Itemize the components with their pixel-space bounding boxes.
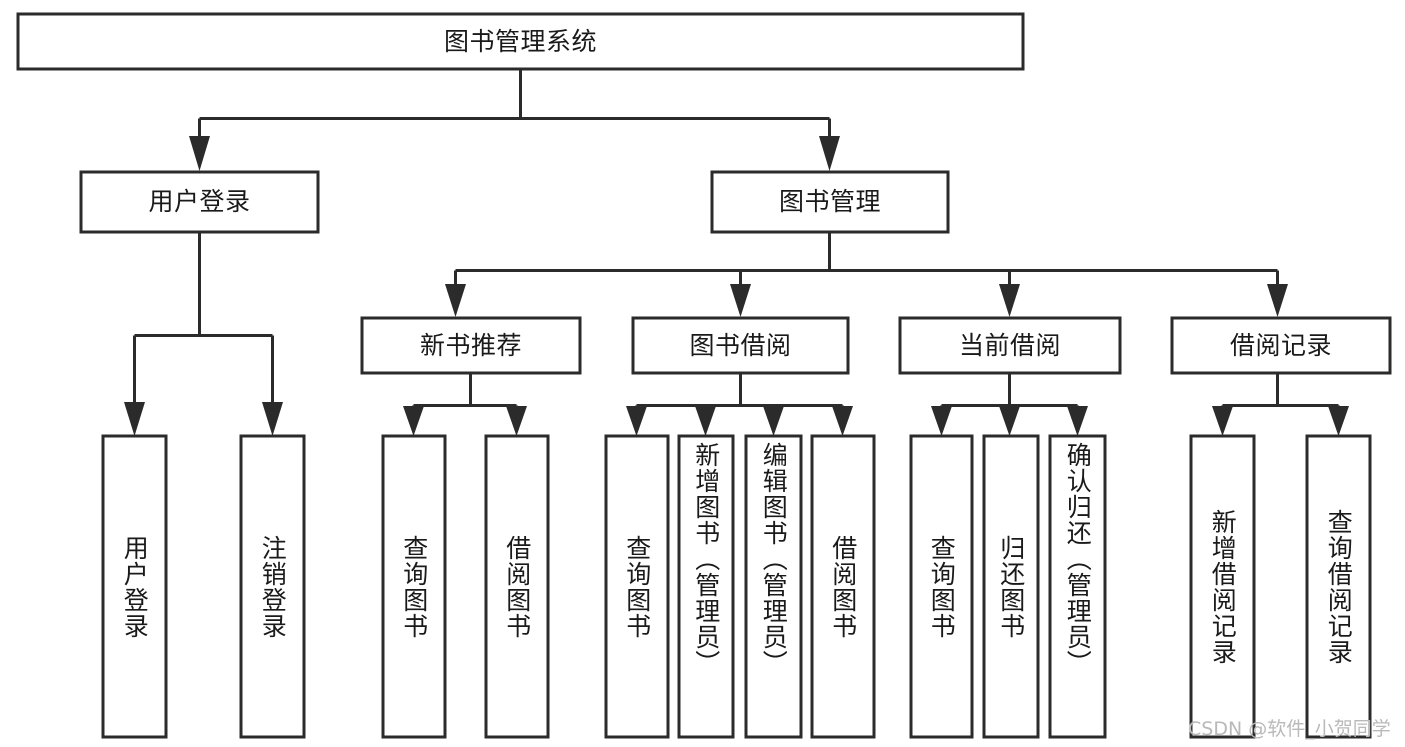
leaf-box-book-borrow-2[interactable] [744,434,803,739]
node-root-box[interactable] [16,12,1025,71]
arrow-head-level3-3 [1267,284,1288,317]
node-book-borrow-label: 图书借阅 [689,330,792,360]
leaf-label-book-borrow-1: 新增图书（管理员） [691,442,721,676]
leaf-label-borrow-record-1: 查询借阅记录 [1324,508,1354,665]
node-book-manage-label: 图书管理 [778,187,881,217]
leaf-box-book-borrow-3[interactable] [810,434,876,739]
node-new-book-recommend-box[interactable] [360,316,582,375]
node-book-manage-box[interactable] [710,170,950,234]
arrow-head-level3-1 [730,284,751,317]
node-current-borrow-label: 当前借阅 [958,330,1061,360]
arrow-head-current-borrow-1 [999,406,1020,436]
arrow-head-new-book-0 [403,406,424,436]
node-book-borrow-box[interactable] [631,316,850,375]
leaf-label-current-borrow-2: 确认归还（管理员） [1063,442,1093,676]
node-borrow-record-box[interactable] [1170,316,1392,375]
arrow-head-current-borrow-0 [931,406,952,436]
node-user-login-box[interactable] [79,170,320,234]
leaf-box-borrow-record-0[interactable] [1189,434,1256,739]
arrow-head-level3-2 [999,284,1020,317]
leaf-label-book-borrow-0: 查询图书 [622,534,652,639]
arrow-head-borrow-record-1 [1328,406,1349,436]
leaf-label-book-borrow-3: 借阅图书 [828,534,858,639]
node-user-login-label: 用户登录 [148,187,251,217]
arrow-head-book-borrow-1 [695,406,716,436]
leaf-label-new-book-1: 借阅图书 [502,534,532,639]
leaf-label-user-login-1: 注销登录 [258,534,288,639]
leaf-box-current-borrow-0[interactable] [909,434,974,739]
leaf-label-new-book-0: 查询图书 [399,534,429,639]
leaf-box-book-borrow-1[interactable] [677,434,735,739]
leaf-box-user-login-1[interactable] [239,434,306,739]
leaf-box-user-login-0[interactable] [101,434,168,739]
arrow-head-new-book-1 [506,406,527,436]
leaf-box-new-book-0[interactable] [381,434,447,739]
leaf-label-book-borrow-2: 编辑图书（管理员） [759,442,789,676]
arrow-head-level2-0 [189,136,210,171]
leaf-box-current-borrow-1[interactable] [982,434,1040,739]
leaf-box-borrow-record-1[interactable] [1305,434,1372,739]
leaf-box-book-borrow-0[interactable] [604,434,670,739]
arrow-head-user-login-0 [124,402,145,436]
arrow-head-current-borrow-2 [1067,406,1088,436]
leaf-label-borrow-record-0: 新增借阅记录 [1208,508,1238,665]
arrow-head-user-login-1 [262,402,283,436]
leaf-label-user-login-0: 用户登录 [120,534,150,639]
arrow-head-book-borrow-3 [832,406,853,436]
leaf-label-current-borrow-1: 归还图书 [996,534,1026,639]
arrow-head-book-borrow-0 [626,406,647,436]
arrow-head-borrow-record-0 [1212,406,1233,436]
csdn-watermark: CSDN @软件_小贺同学 [1188,718,1391,740]
leaf-box-new-book-1[interactable] [484,434,550,739]
arrow-head-level3-0 [445,284,466,317]
node-current-borrow-box[interactable] [898,316,1122,375]
leaf-label-current-borrow-0: 查询图书 [927,534,957,639]
arrow-head-book-borrow-2 [763,406,784,436]
node-borrow-record-label: 借阅记录 [1229,330,1332,360]
node-new-book-recommend-label: 新书推荐 [419,330,522,360]
arrow-head-level2-1 [819,136,840,171]
node-root-label: 图书管理系统 [443,26,597,56]
leaf-box-current-borrow-2[interactable] [1048,434,1107,739]
